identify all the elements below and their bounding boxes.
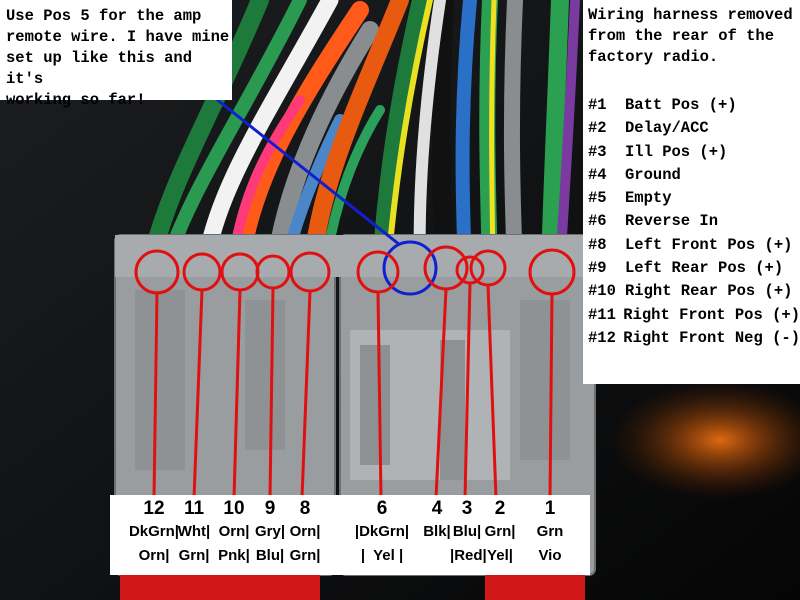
pin-wire-color: Orn| [289,523,321,540]
legend-item-number: #4 [588,165,607,184]
legend-item: #9 Left Rear Pos (+) [588,257,800,280]
legend-item-number: #12 [588,328,616,347]
amp-remote-note: Use Pos 5 for the amp remote wire. I hav… [0,0,232,109]
background-orange-blur [610,380,800,500]
legend-item-number: #3 [588,142,607,161]
pin-number: 9 [264,498,276,519]
pin-wire-color: Wht| [177,523,211,540]
pin-number: 6 [376,498,388,519]
legend-item-label: Reverse In [625,212,719,231]
pin-wire-color: DkGrn| [128,523,180,540]
legend-item-label: Right Rear Pos (+) [625,282,793,301]
pin-wire-stripe: Grn| [289,547,321,564]
legend-item: #4 Ground [588,164,800,187]
legend-item-number: #5 [588,189,607,208]
pin-number: 11 [183,498,205,519]
pin-wire-stripe: | Yel | [360,547,404,564]
pin-legend: Wiring harness removed from the rear of … [583,0,800,384]
pin-wire-stripe: Pnk| [218,547,250,564]
pin-wire-stripe: Orn| [138,547,170,564]
legend-desc-line: from the rear of the [588,27,775,45]
pin-label-8: 8 Orn| Grn| [286,498,324,568]
pin-label-1: 1 Grn Vio [530,498,570,568]
pin-wire-color: Grn| [484,523,516,540]
pin-label-6: 6 |DkGrn| | Yel | [350,498,414,568]
pin-wire-stripe: Yel| [487,547,513,564]
pin-label-2: 2 Grn| Yel| [482,498,518,568]
pin-number: 12 [143,498,165,519]
legend-item-label: Batt Pos (+) [625,96,737,114]
pin-wire-stripe: |Red| [450,547,487,564]
pin-callouts [134,245,576,499]
legend-item: #1 Batt Pos (+) [588,94,800,117]
pin-number: 2 [494,498,506,519]
legend-item-number: #6 [588,212,607,231]
pin-number: 1 [544,498,556,519]
pin-label-3: 3 Blu| |Red| [450,498,487,568]
legend-item-label: Right Front Pos (+) [623,305,800,324]
pin-wire-stripe: Blu| [255,547,285,564]
legend-desc-line: Wiring harness removed [588,6,793,24]
pin-label-9: 9 Gry| Blu| [252,498,288,568]
legend-item: #3 Ill Pos (+) [588,141,800,164]
legend-item: #10 Right Rear Pos (+) [588,280,800,303]
legend-item-label: Left Rear Pos (+) [625,259,784,278]
legend-item: #8 Left Front Pos (+) [588,234,800,257]
pin-number: 8 [299,498,311,519]
pin-number: 3 [461,498,473,519]
pos5-callout [214,96,438,296]
note-line: remote wire. I have mine [6,28,230,46]
legend-item-number: #10 [588,282,616,301]
legend-item: #5 Empty [588,187,800,210]
pin-wire-color: |DkGrn| [354,523,410,540]
note-line: Use Pos 5 for the amp [6,7,202,25]
pin-wire-stripe: Vio [538,547,562,564]
legend-item-label: Ill Pos (+) [625,142,728,161]
pin-wire-color: Orn| [218,523,250,540]
legend-item-label: Empty [625,189,672,208]
legend-item: #12 Right Front Neg (-) [588,327,800,350]
note-line: working so far! [6,91,146,109]
pin-wire-color: Gry| [254,523,286,540]
legend-item-number: #9 [588,259,607,278]
legend-desc-line: factory radio. [588,48,719,66]
pin-wire-color: Grn [536,523,564,540]
pin-wire-stripe: Grn| [178,547,210,564]
pin-number: 4 [431,498,443,519]
legend-item: #6 Reverse In [588,210,800,233]
legend-item-number: #2 [588,119,607,138]
pin-label-10: 10 Orn| Pnk| [214,498,254,568]
note-line: set up like this and it's [6,49,193,88]
legend-item-label: Right Front Neg (-) [623,328,800,347]
legend-item: #2 Delay/ACC [588,117,800,140]
legend-item-number: #1 [588,96,607,114]
legend-item-number: #8 [588,235,607,254]
legend-item: #11 Right Front Pos (+) [588,304,800,327]
legend-description: Wiring harness removed from the rear of … [588,5,800,68]
pin-number: 10 [223,498,245,519]
legend-item-label: Ground [625,165,681,184]
legend-item-label: Delay/ACC [625,119,709,138]
pin-label-4: 4 Blk| [420,498,454,544]
pin-wire-color: Blu| [452,523,482,540]
pin-label-12: 12 DkGrn| Orn| [118,498,190,568]
pin-label-11: 11 Wht| Grn| [174,498,214,568]
legend-item-number: #11 [588,305,616,324]
pin-wire-color: Blk| [423,523,451,540]
pin-label-band [110,495,590,575]
legend-item-label: Left Front Pos (+) [625,235,793,254]
